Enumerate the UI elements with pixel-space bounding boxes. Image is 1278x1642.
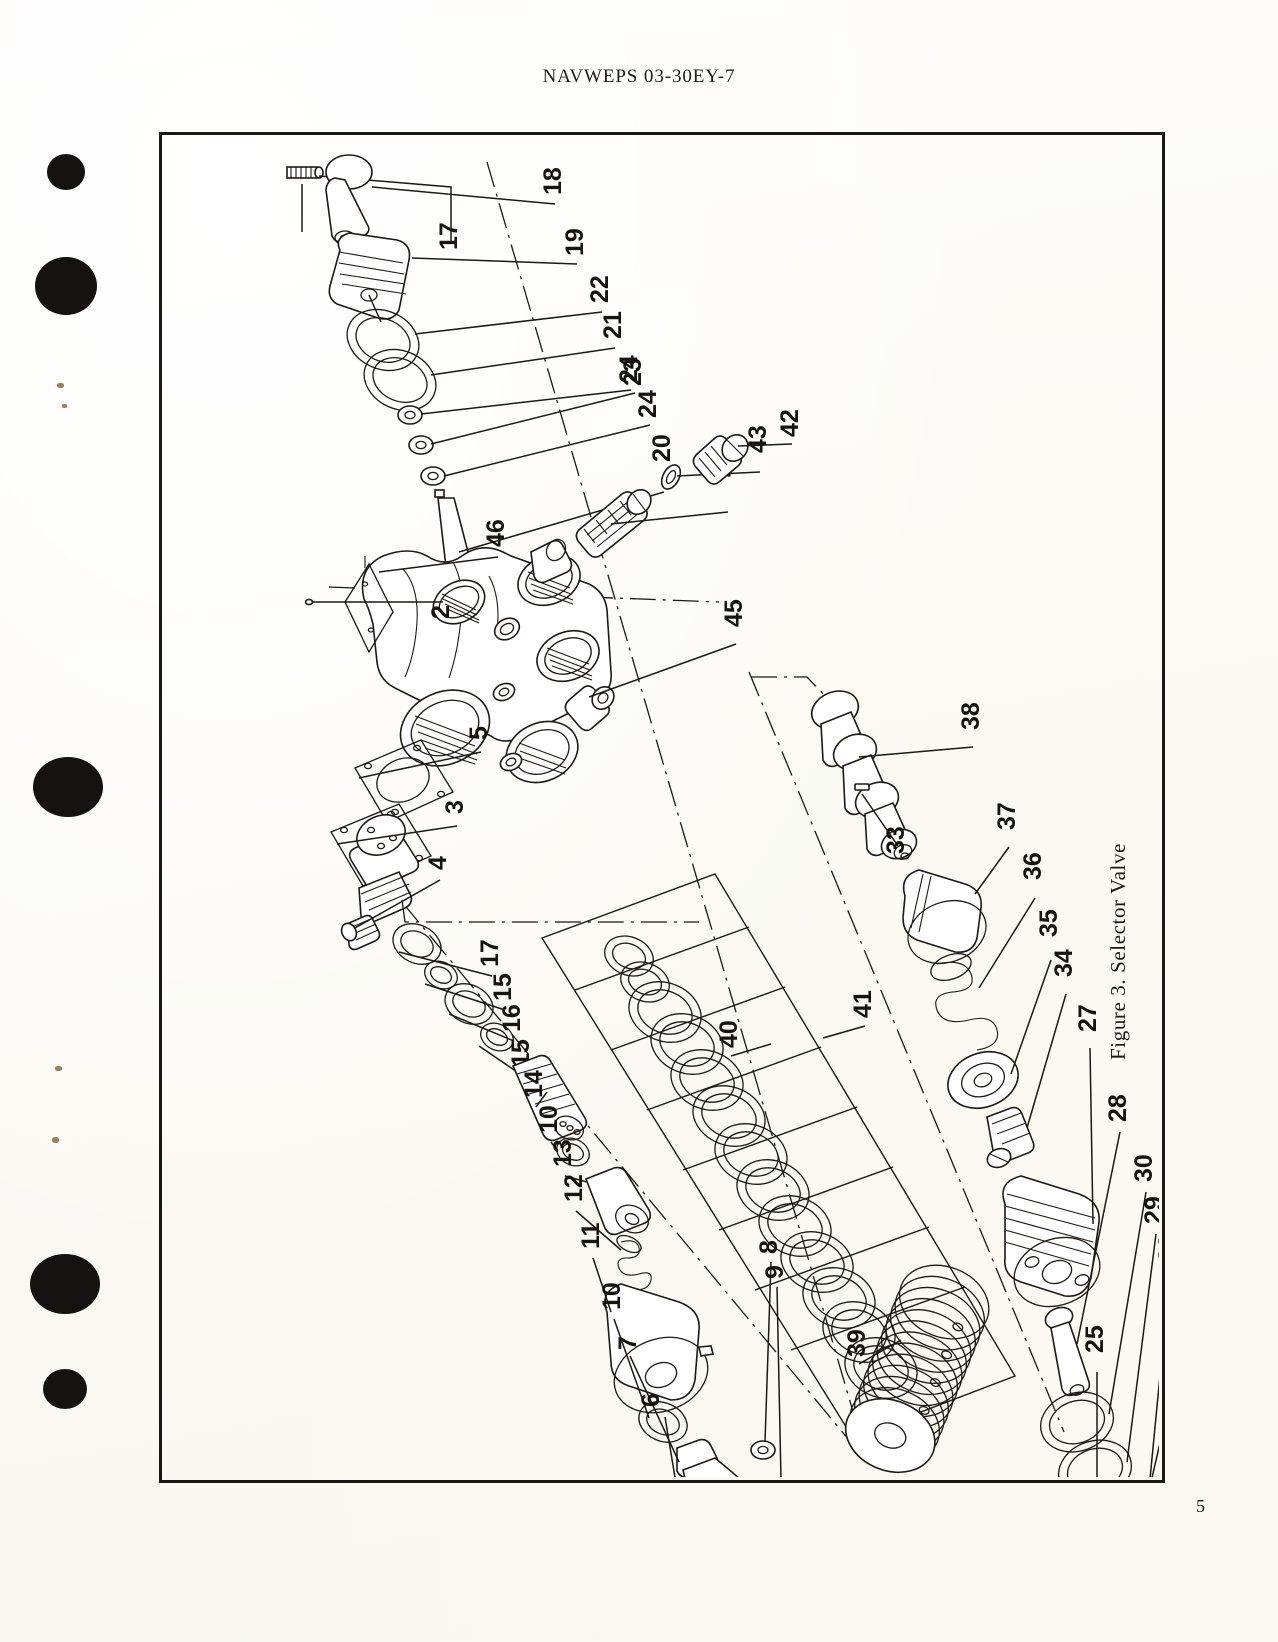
- part-34-screw: [986, 1106, 1035, 1169]
- callout-20: 20: [648, 434, 676, 462]
- scan-speck: [52, 1137, 59, 1143]
- part-39-spool-stack: [844, 1264, 990, 1474]
- callout-11: 11: [577, 1222, 605, 1249]
- callout-38: 38: [957, 702, 985, 730]
- part-3-electrical-connector: [330, 803, 432, 924]
- callout-3: 3: [441, 800, 469, 814]
- callout-40: 40: [715, 1020, 743, 1048]
- callout-14: 14: [520, 1070, 548, 1098]
- part-24-washer-b: [420, 466, 446, 486]
- part-12-spring: [616, 1234, 652, 1291]
- part-24-washer-a: [397, 405, 423, 425]
- callout-10-a: 10: [535, 1105, 563, 1133]
- callout-16: 16: [498, 1004, 526, 1032]
- part-17b-oring: [385, 915, 449, 973]
- callout-36: 36: [1019, 852, 1047, 880]
- callout-4: 4: [424, 856, 452, 870]
- part-36-spring: [930, 952, 999, 1051]
- callout-2: 2: [427, 605, 455, 619]
- part-7-cam: [676, 1438, 739, 1477]
- callout-19: 19: [561, 228, 589, 256]
- callout-8: 8: [755, 1240, 783, 1254]
- part-8-washer: [750, 1440, 776, 1460]
- part-18-plunger: [325, 154, 373, 246]
- part-43-washer: [660, 464, 682, 490]
- callout-24-a: 24: [615, 355, 643, 383]
- callout-17: 17: [435, 222, 463, 250]
- part-42-screw-plug: [692, 433, 749, 485]
- part-2-identification-plate: [344, 556, 394, 654]
- callout-37: 37: [993, 802, 1021, 830]
- part-29-oring: [1050, 1430, 1140, 1477]
- callout-15-a: 15: [489, 973, 517, 1001]
- callout-45: 45: [720, 599, 748, 627]
- scan-speck: [57, 383, 64, 388]
- callout-34: 34: [1050, 949, 1078, 977]
- callout-41: 41: [849, 990, 877, 1018]
- callout-46: 46: [482, 519, 510, 547]
- callout-10-b: 10: [598, 1282, 626, 1310]
- callout-17-b: 17: [476, 939, 504, 967]
- callout-13: 13: [549, 1139, 577, 1167]
- part-19-plug: [328, 232, 411, 320]
- punch-hole: [33, 757, 103, 817]
- callout-23: 23: [619, 358, 647, 386]
- callout-6: 6: [637, 1393, 665, 1407]
- punch-hole: [30, 1254, 100, 1314]
- part-37-sleeve: [902, 869, 987, 964]
- scan-speck: [55, 1066, 62, 1071]
- callout-28: 28: [1104, 1094, 1132, 1122]
- callout-33: 33: [882, 826, 910, 854]
- callout-12: 12: [560, 1174, 588, 1202]
- callout-21: 21: [599, 311, 627, 339]
- scan-speck: [62, 404, 67, 408]
- callout-9: 9: [761, 1265, 789, 1279]
- callout-29: 29: [1140, 1196, 1159, 1224]
- punch-hole: [35, 257, 97, 315]
- exploded-parts-diagram: 17 18 19 22 21 24 23 24 20: [159, 132, 1159, 1477]
- callout-30-a: 30: [1130, 1154, 1158, 1182]
- part-23-washer: [408, 435, 434, 455]
- part-11-housing: [604, 1283, 714, 1414]
- page-number: 5: [1196, 1496, 1205, 1516]
- callout-39: 39: [843, 1329, 871, 1357]
- callout-30-b: 30: [1154, 1234, 1159, 1262]
- callout-22: 22: [586, 275, 614, 303]
- callout-5: 5: [465, 726, 493, 740]
- part-28-pin: [1044, 1306, 1091, 1397]
- figure-caption: Figure 3. Selector Valve: [1106, 843, 1130, 1060]
- callout-24-b: 24: [634, 390, 662, 418]
- part-4-screw: [340, 914, 381, 951]
- callout-25: 25: [1081, 1325, 1109, 1353]
- callout-7: 7: [614, 1336, 642, 1350]
- part-14-spool: [511, 1054, 588, 1142]
- punch-hole: [47, 154, 85, 190]
- callout-35: 35: [1035, 909, 1063, 937]
- part-35-seat: [947, 1050, 1019, 1110]
- figure-frame-border: [159, 132, 1165, 1483]
- callout-42: 42: [776, 409, 804, 437]
- callout-27: 27: [1074, 1004, 1102, 1032]
- part-46-valve-body: [361, 538, 612, 784]
- part-27-sleeve-assembly: [1002, 1175, 1101, 1308]
- callout-43: 43: [744, 425, 772, 453]
- page-header: NAVWEPS 03-30EY-7: [542, 66, 736, 87]
- callout-18: 18: [539, 167, 567, 195]
- part-33-pin: [854, 783, 870, 791]
- part-15a-oring: [419, 955, 463, 995]
- part-13-sleeve: [584, 1166, 652, 1236]
- part-5-gasket: [354, 739, 454, 823]
- punch-hole: [43, 1369, 87, 1409]
- part-17-screw: [286, 166, 324, 179]
